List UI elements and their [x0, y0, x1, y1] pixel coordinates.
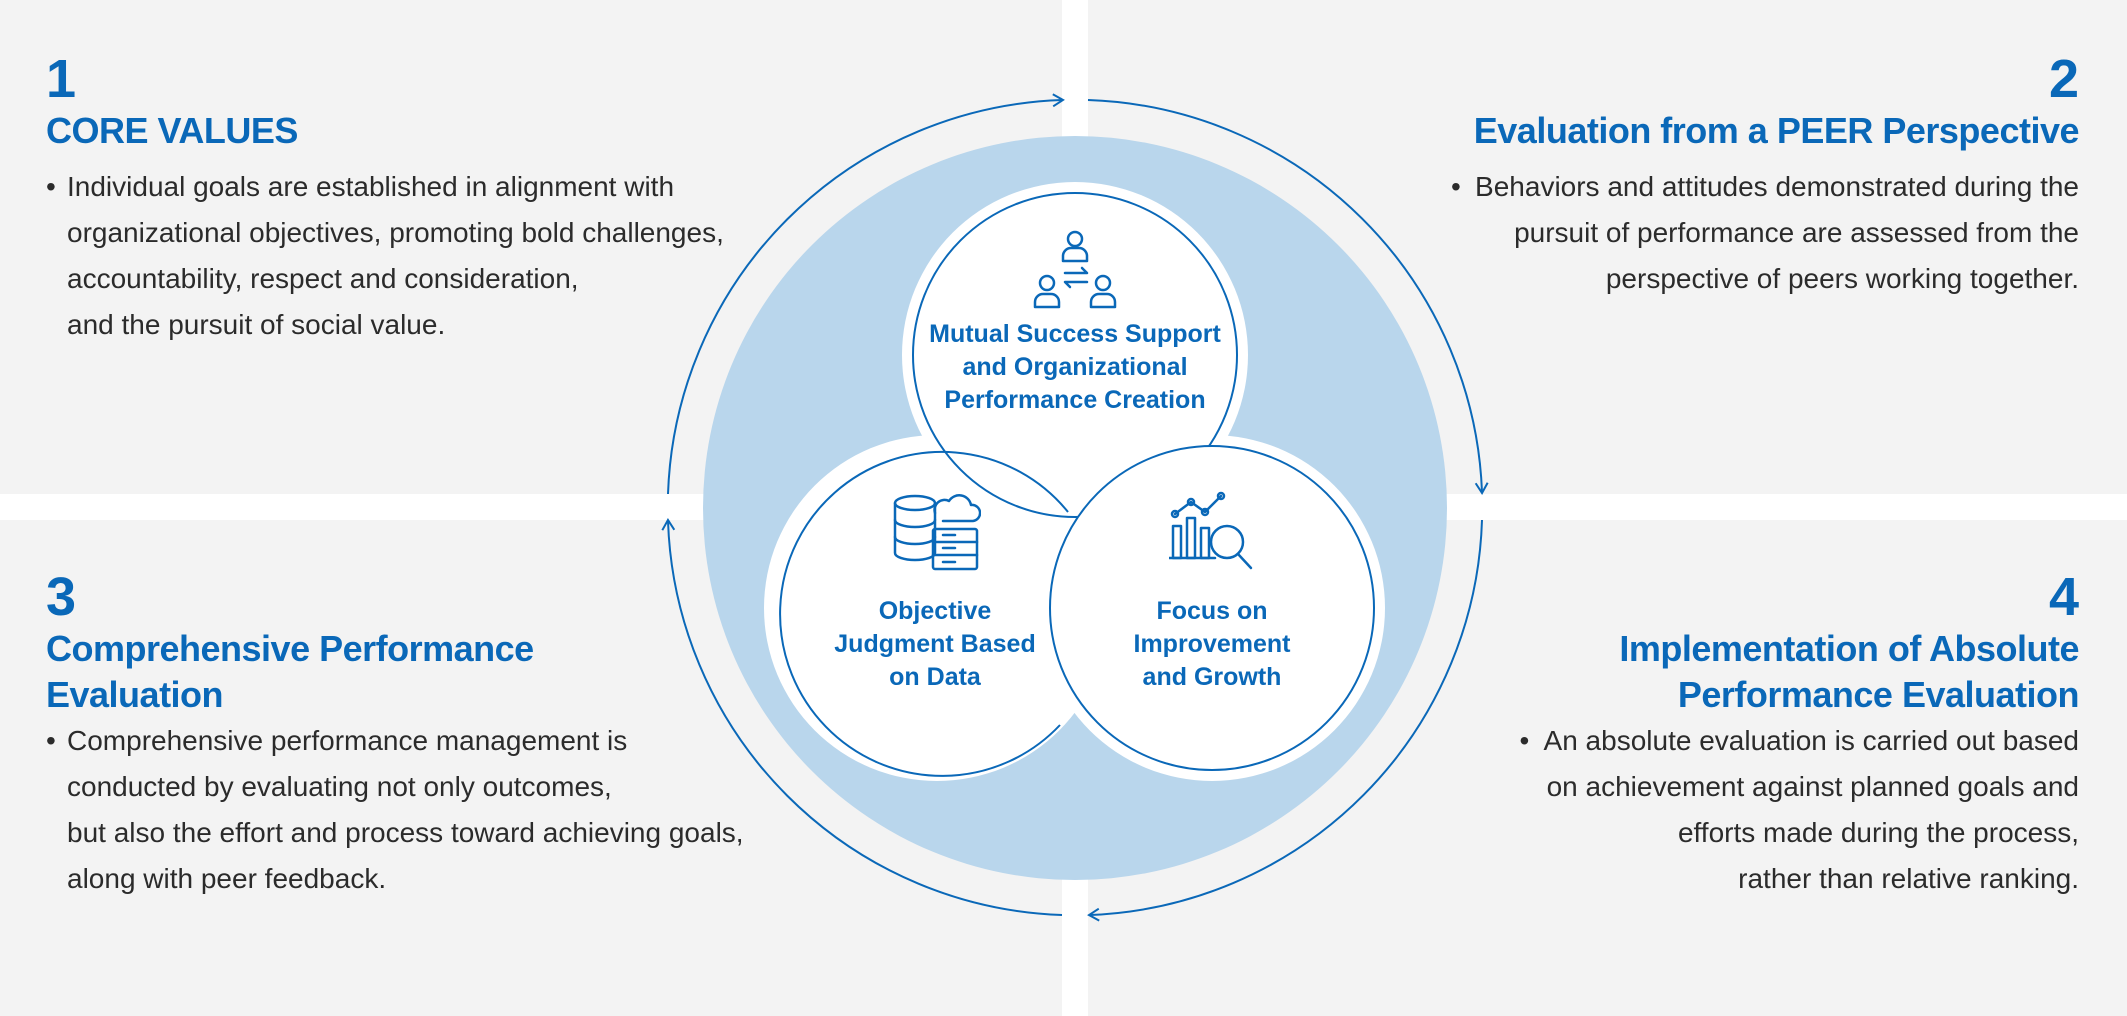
circle-left-label: Objective Judgment Based on Data — [795, 595, 1075, 694]
bullet-mark: • — [1451, 171, 1461, 202]
description-line: • Behaviors and attitudes demonstrated du… — [1451, 164, 2079, 210]
description-line: along with peer feedback. — [67, 863, 387, 894]
section-title: Implementation of Absolute Performance E… — [1619, 626, 2079, 718]
section-description: • Behaviors and attitudes demonstrated du… — [1451, 164, 2079, 302]
team-exchange-icon — [1033, 230, 1117, 309]
description-line: on achievement against planned goals and — [1546, 771, 2079, 802]
description-line: perspective of peers working together. — [1605, 263, 2079, 294]
section-title-line: Comprehensive Performance — [46, 628, 534, 669]
description-text: Individual goals are established in alig… — [67, 171, 675, 202]
description-line: • Comprehensive performance management is — [46, 718, 744, 764]
section-title: Comprehensive Performance Evaluation — [46, 626, 534, 718]
circle-label-line: on Data — [889, 663, 981, 691]
description-line: efforts made during the process, — [1677, 817, 2079, 848]
description-text: Comprehensive performance management is — [67, 725, 628, 756]
circle-label-line: Focus on — [1156, 597, 1268, 625]
description-line: but also the effort and process toward a… — [67, 817, 744, 848]
section-title: CORE VALUES — [46, 108, 298, 154]
bullet-mark: • — [46, 725, 56, 756]
section-title-line: Performance Evaluation — [1677, 674, 2080, 715]
section-number: 4 — [2048, 567, 2079, 627]
section-number: 1 — [46, 49, 77, 109]
section-title: Evaluation from a PEER Perspective — [1473, 108, 2080, 154]
section-description: • An absolute evaluation is carried out b… — [1520, 718, 2079, 902]
section-title-line: CORE VALUES — [46, 110, 298, 151]
section-title-line: Evaluation — [46, 674, 224, 715]
section-number: 2 — [2048, 49, 2079, 109]
chart-magnifier-icon — [1169, 491, 1253, 570]
bullet-mark: • — [1519, 725, 1530, 756]
circle-label-line: Mutual Success Support — [929, 320, 1221, 348]
description-line: rather than relative ranking. — [1738, 863, 2079, 894]
circle-label-line: Judgment Based — [834, 630, 1036, 658]
circle-label-line: Performance Creation — [944, 386, 1206, 414]
section-title-line: Implementation of Absolute — [1619, 628, 2079, 669]
section-number: 3 — [46, 567, 77, 627]
section-description: • Comprehensive performance management is… — [46, 718, 744, 902]
circle-top-label: Mutual Success Support and Organizationa… — [905, 318, 1245, 417]
description-line: and the pursuit of social value. — [67, 309, 446, 340]
bullet-mark: • — [46, 171, 56, 202]
circle-label-line: and Organizational — [962, 353, 1188, 381]
description-line: • An absolute evaluation is carried out b… — [1520, 718, 2079, 764]
circle-label-line: Objective — [878, 597, 992, 625]
section-title-line: Evaluation from a PEER Perspective — [1473, 110, 2080, 151]
section-peer-perspective-panel: 2 Evaluation from a PEER Perspective • Be… — [1088, 0, 2127, 494]
circle-right-label: Focus on Improvement and Growth — [1072, 595, 1352, 694]
description-text: An absolute evaluation is carried out ba… — [1543, 725, 2079, 756]
database-cloud-icon — [893, 494, 981, 571]
description-line: organizational objectives, promoting bol… — [67, 217, 724, 248]
section-description: • Individual goals are established in ali… — [46, 164, 724, 348]
section-core-values-panel: 1 CORE VALUES • Individual goals are esta… — [0, 0, 1062, 494]
circle-label-line: and Growth — [1142, 663, 1282, 691]
description-text: Behaviors and attitudes demonstrated dur… — [1475, 171, 2079, 202]
description-line: pursuit of performance are assessed from… — [1514, 217, 2079, 248]
description-line: • Individual goals are established in ali… — [46, 164, 724, 210]
description-line: conducted by evaluating not only outcome… — [67, 771, 612, 802]
circle-label-line: Improvement — [1133, 630, 1291, 658]
description-line: accountability, respect and consideratio… — [67, 263, 579, 294]
